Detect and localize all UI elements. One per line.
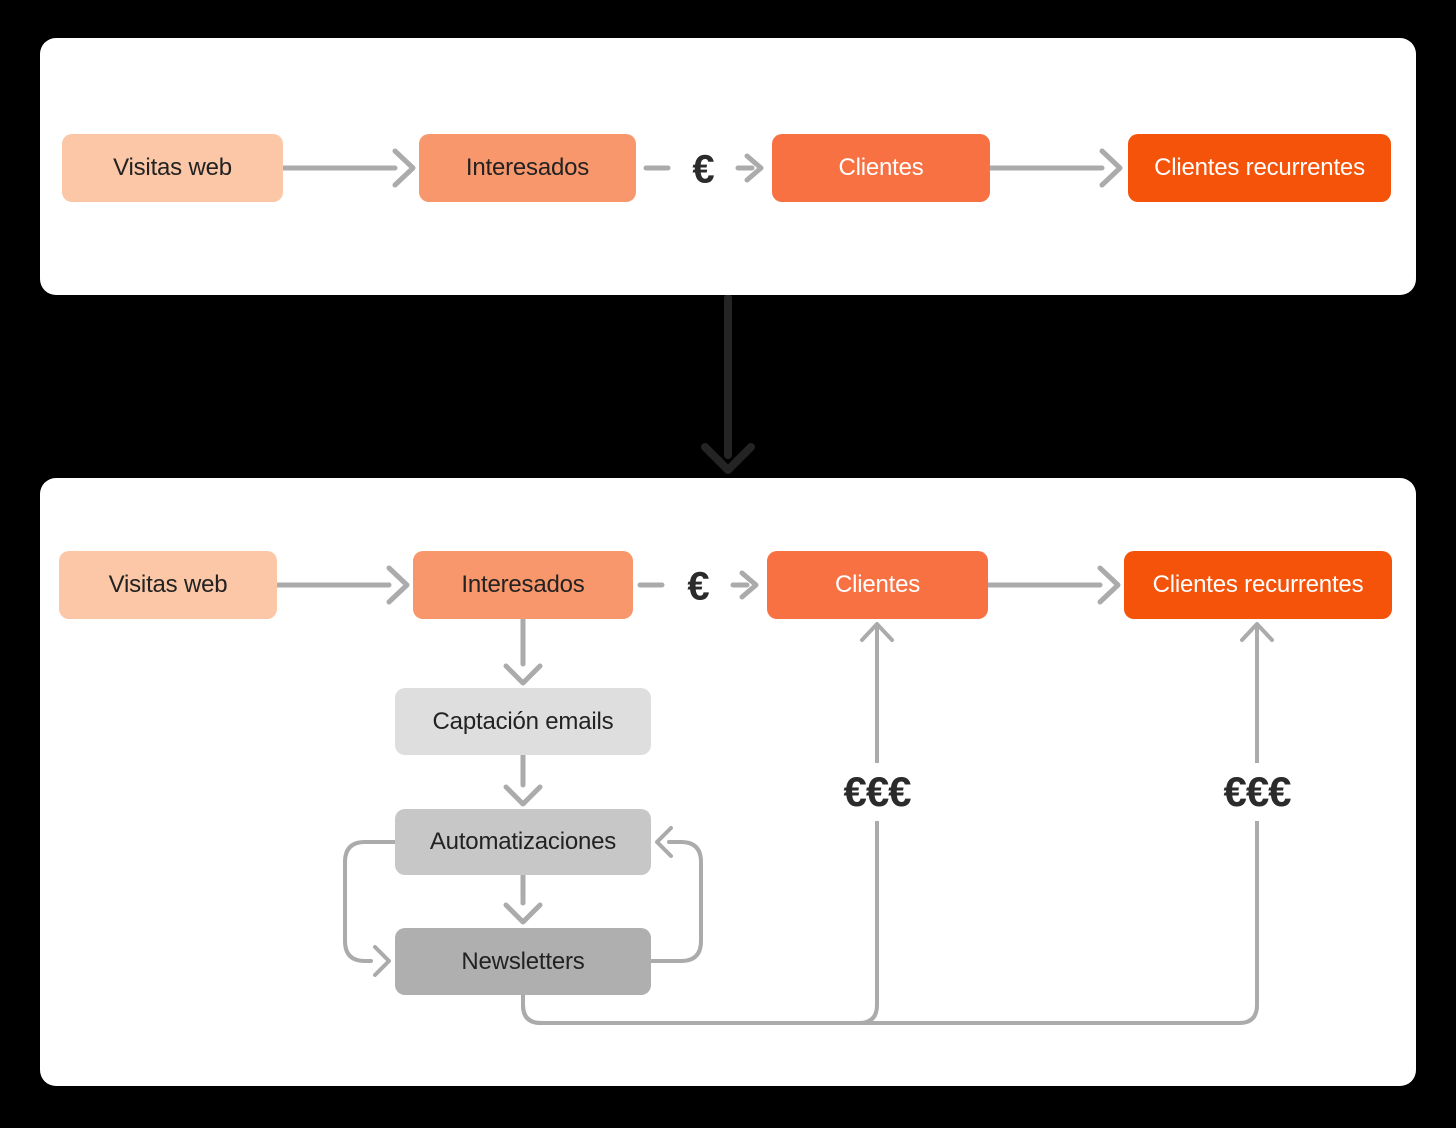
node-visitas-web: Visitas web <box>62 134 283 202</box>
node-interesados: Interesados <box>413 551 633 619</box>
node-label: Clientes recurrentes <box>1152 571 1364 598</box>
arrow-euro-to-clientes-icon <box>735 153 764 183</box>
loop-automatizaciones-to-newsletters-left-icon <box>343 840 397 977</box>
panel-simple-funnel: Visitas web Interesados € Clientes Clien… <box>40 38 1416 295</box>
node-clientes: Clientes <box>767 551 988 619</box>
panel-detailed-funnel: Visitas web Interesados € Clientes Clien… <box>40 478 1416 1086</box>
node-label: Visitas web <box>113 154 232 181</box>
node-captacion-emails: Captación emails <box>395 688 651 755</box>
arrow-captacion-to-automatizaciones-icon <box>503 752 543 807</box>
node-label: Clientes <box>838 154 924 181</box>
node-label: Visitas web <box>108 571 228 598</box>
node-clientes: Clientes <box>772 134 990 202</box>
node-label: Captación emails <box>432 707 614 735</box>
arrow-clientes-to-recurrentes-icon <box>987 148 1123 188</box>
node-newsletters: Newsletters <box>395 928 651 995</box>
euro-symbol-label: € <box>687 564 709 609</box>
node-label: Interesados <box>465 154 590 181</box>
node-visitas-web: Visitas web <box>59 551 277 619</box>
node-label: Automatizaciones <box>429 828 617 855</box>
loop-newsletters-to-automatizaciones-right-icon <box>649 826 703 963</box>
arrow-visitas-to-interesados-icon <box>280 148 416 188</box>
arrow-interesados-to-captacion-icon <box>503 616 543 686</box>
euro-symbol-label: € <box>692 147 714 192</box>
node-label: Clientes <box>834 571 921 598</box>
node-label: Newsletters <box>461 947 585 975</box>
node-clientes-recurrentes: Clientes recurrentes <box>1124 551 1392 619</box>
node-label: Clientes recurrentes <box>1154 154 1365 181</box>
arrow-visitas-to-interesados-icon <box>274 565 410 605</box>
arrow-automatizaciones-to-newsletters-icon <box>503 872 543 925</box>
revenue-label-clientes: €€€ <box>831 763 923 821</box>
arrow-clientes-to-recurrentes-icon <box>985 565 1121 605</box>
node-label: Interesados <box>461 571 585 598</box>
arrow-euro-to-clientes-icon <box>730 570 759 600</box>
node-interesados: Interesados <box>419 134 636 202</box>
node-automatizaciones: Automatizaciones <box>395 809 651 875</box>
revenue-label-recurrentes: €€€ <box>1211 763 1303 821</box>
arrow-panel-transition-icon <box>701 295 755 474</box>
node-clientes-recurrentes: Clientes recurrentes <box>1128 134 1391 202</box>
